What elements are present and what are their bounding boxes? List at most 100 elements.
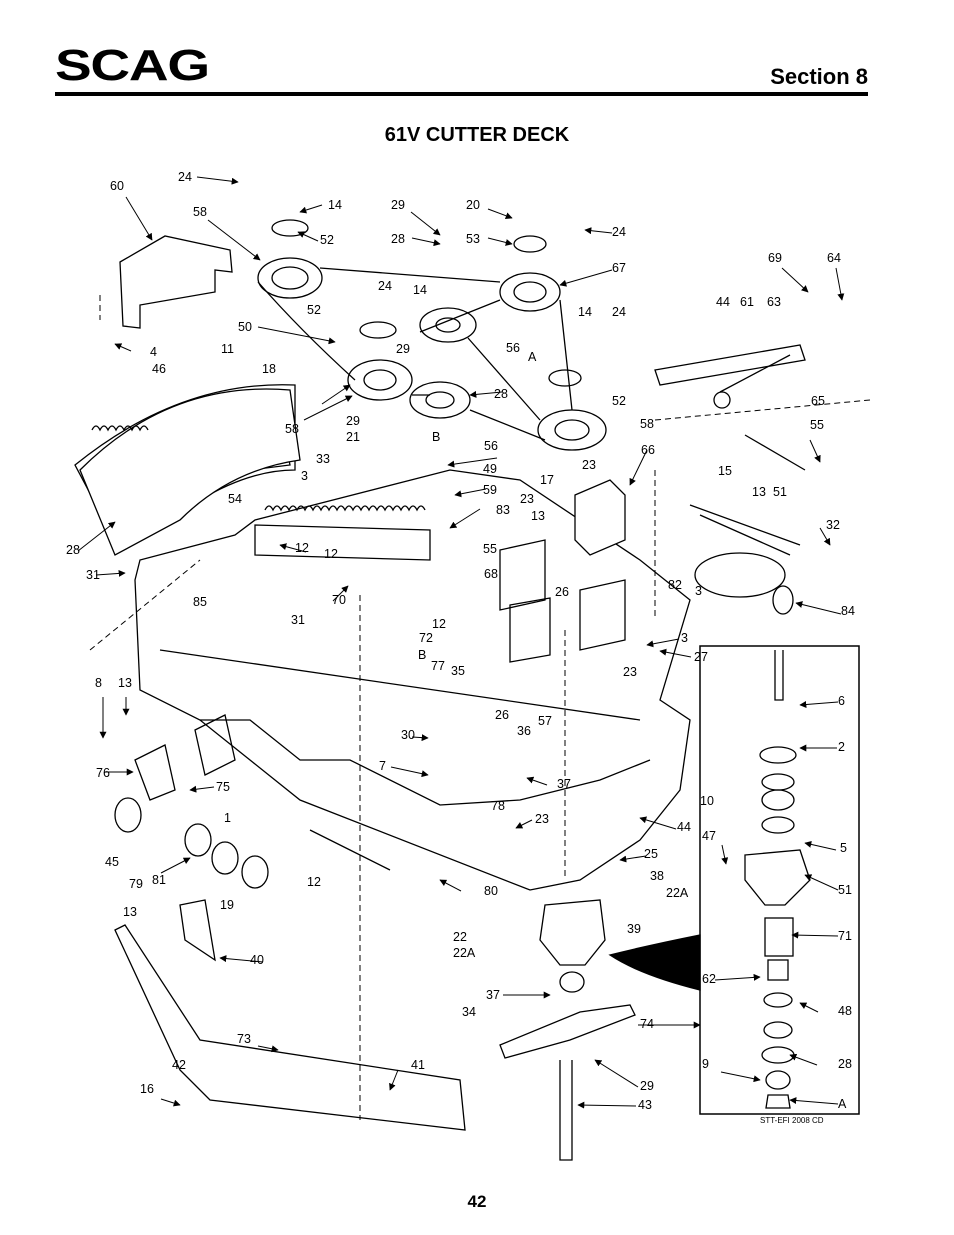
callout-13: 13: [752, 485, 766, 499]
callout-56: 56: [484, 439, 498, 453]
callout-48: 48: [838, 1004, 852, 1018]
callout-76: 76: [96, 766, 110, 780]
callout-23: 23: [535, 812, 549, 826]
callout-12: 12: [307, 875, 321, 889]
callout-37: 37: [557, 777, 571, 791]
spindle-bolt: [559, 1060, 573, 1161]
roller-15: [744, 434, 806, 471]
pulley: [347, 359, 413, 401]
callout-52: 52: [307, 303, 321, 317]
callout-49: 49: [483, 462, 497, 476]
callout-9: 9: [702, 1057, 709, 1071]
callout-12: 12: [432, 617, 446, 631]
callout-4: 4: [150, 345, 157, 359]
callout-26: 26: [555, 585, 569, 599]
callout-14: 14: [413, 283, 427, 297]
callout-a: A: [838, 1097, 847, 1111]
roller-51: [689, 504, 801, 556]
callout-31: 31: [291, 613, 305, 627]
callout-1: 1: [224, 811, 231, 825]
bracket: [254, 524, 431, 561]
callout-22a: 22A: [666, 886, 689, 900]
spindle-housing: [539, 899, 606, 966]
callout-32: 32: [826, 518, 840, 532]
callout-44: 44: [716, 295, 730, 309]
spring-46: [91, 425, 149, 432]
callout-30: 30: [401, 728, 415, 742]
callout-10: 10: [700, 794, 714, 808]
callout-47: 47: [702, 829, 716, 843]
callout-29: 29: [391, 198, 405, 212]
callout-58: 58: [640, 417, 654, 431]
callout-36: 36: [517, 724, 531, 738]
callout-20: 20: [466, 198, 480, 212]
callout-31: 31: [86, 568, 100, 582]
front-bumper: [114, 924, 466, 1131]
callout-56: 56: [506, 341, 520, 355]
roller-82: [694, 552, 786, 598]
pulley: [409, 381, 471, 419]
pulley: [419, 307, 477, 343]
callout-37: 37: [486, 988, 500, 1002]
callout-67: 67: [612, 261, 626, 275]
plate: [579, 579, 626, 651]
scag-logo: SCAG: [55, 41, 210, 90]
callout-50: 50: [238, 320, 252, 334]
drawing-code: STT-EFI 2008 CD: [760, 1116, 824, 1125]
callout-18: 18: [262, 362, 276, 376]
leader-arrows: [77, 176, 845, 1109]
callout-29: 29: [640, 1079, 654, 1093]
callout-28: 28: [494, 387, 508, 401]
callout-5: 5: [840, 841, 847, 855]
callout-51: 51: [838, 883, 852, 897]
page-title: 61V CUTTER DECK: [384, 124, 570, 146]
callout-8: 8: [95, 676, 102, 690]
callout-70: 70: [332, 593, 346, 607]
callout-74: 74: [640, 1017, 654, 1031]
callout-b: B: [432, 430, 440, 444]
callout-57: 57: [538, 714, 552, 728]
callout-24: 24: [178, 170, 192, 184]
callout-7: 7: [379, 759, 386, 773]
pulley: [499, 272, 561, 312]
callout-42: 42: [172, 1058, 186, 1072]
belt: [257, 267, 573, 421]
callout-16: 16: [140, 1082, 154, 1096]
callout-52: 52: [320, 233, 334, 247]
callout-28: 28: [838, 1057, 852, 1071]
callout-40: 40: [250, 953, 264, 967]
callout-79: 79: [129, 877, 143, 891]
discharge-chute: [79, 388, 301, 556]
callout-21: 21: [346, 430, 360, 444]
callout-3: 3: [681, 631, 688, 645]
belt-guard-cover: [119, 235, 233, 329]
callout-23: 23: [520, 492, 534, 506]
callout-80: 80: [484, 884, 498, 898]
anti-scalp-bar: [654, 344, 806, 386]
callout-23: 23: [582, 458, 596, 472]
callout-43: 43: [638, 1098, 652, 1112]
callout-17: 17: [540, 473, 554, 487]
caster-wheel: [211, 841, 239, 875]
callout-75: 75: [216, 780, 230, 794]
callout-85: 85: [193, 595, 207, 609]
callout-29: 29: [346, 414, 360, 428]
callout-14: 14: [328, 198, 342, 212]
callout-22: 22: [453, 930, 467, 944]
callout-13: 13: [118, 676, 132, 690]
callout-55: 55: [483, 542, 497, 556]
callout-44: 44: [677, 820, 691, 834]
callout-46: 46: [152, 362, 166, 376]
callout-25: 25: [644, 847, 658, 861]
callout-29: 29: [396, 342, 410, 356]
callout-64: 64: [827, 251, 841, 265]
callout-63: 63: [767, 295, 781, 309]
callout-83: 83: [496, 503, 510, 517]
caster-wheel: [184, 823, 212, 857]
callout-35: 35: [451, 664, 465, 678]
callout-27: 27: [694, 650, 708, 664]
spindle-parts-box: [699, 645, 860, 1115]
callout-3: 3: [301, 469, 308, 483]
